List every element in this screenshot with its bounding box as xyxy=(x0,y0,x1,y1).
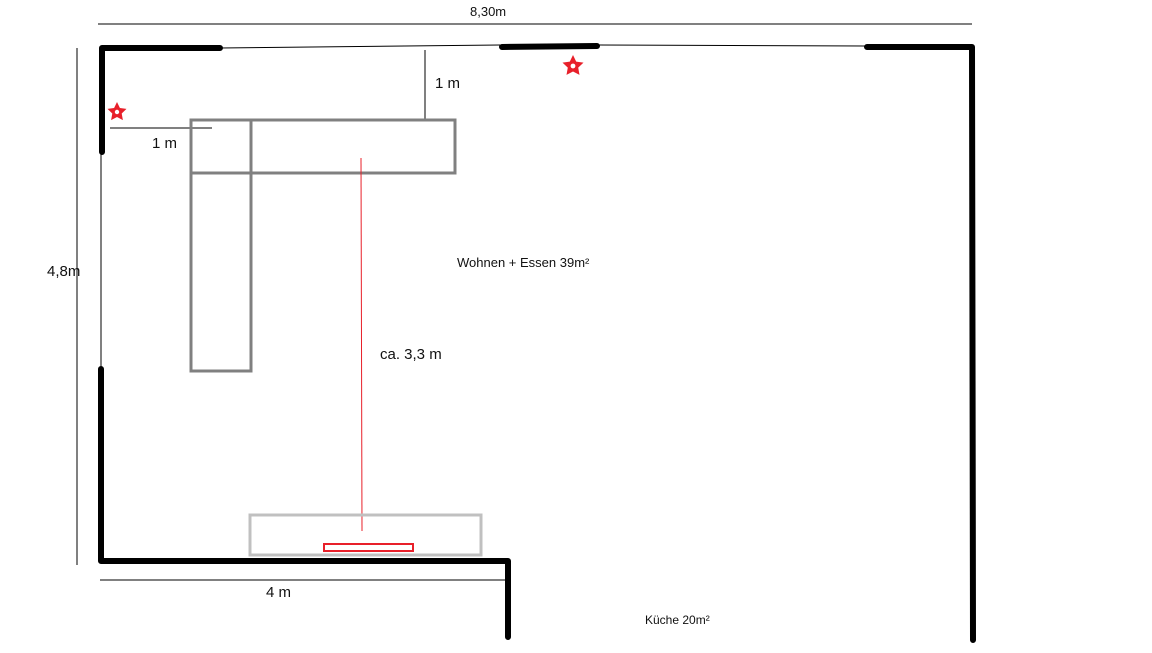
living-area-label: Wohnen + Essen 39m² xyxy=(457,255,590,270)
wall-top-middle xyxy=(499,43,600,50)
total-height-label: 4,8m xyxy=(47,263,81,280)
bottom-width-label: 4 m xyxy=(266,584,292,601)
window-line-top-right xyxy=(597,44,867,47)
sofa-left-section xyxy=(189,118,253,373)
left-offset-label: 1 m xyxy=(152,135,178,152)
tv-distance-line xyxy=(360,157,363,532)
red-star-icon xyxy=(107,102,127,121)
wall-left-bottom xyxy=(98,366,511,640)
window-line-top-left xyxy=(219,44,501,49)
tv-distance-label: ca. 3,3 m xyxy=(380,346,442,363)
kitchen-area-label: Küche 20m² xyxy=(645,613,710,627)
top-offset-label: 1 m xyxy=(435,75,461,92)
tv-board xyxy=(248,513,483,557)
red-star-icon xyxy=(562,55,584,75)
wall-top-left-corner xyxy=(99,45,223,155)
sofa-top-section xyxy=(189,118,457,175)
wall-top-right-corner xyxy=(864,44,976,643)
tv xyxy=(323,543,414,552)
total-width-label: 8,30m xyxy=(470,4,507,19)
